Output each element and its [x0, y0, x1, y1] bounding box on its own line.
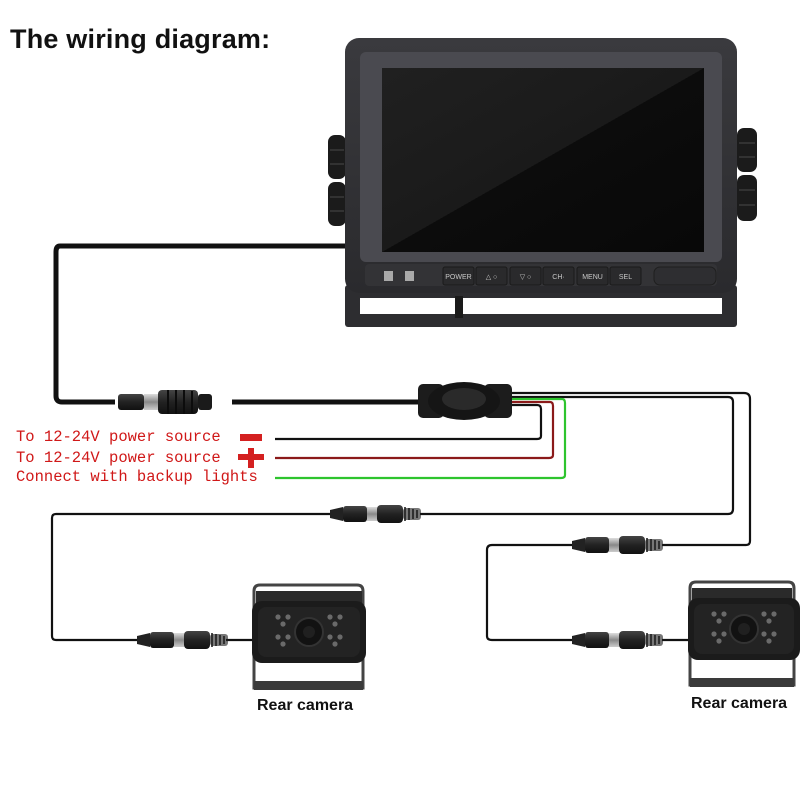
main-connector — [118, 390, 212, 414]
rear-camera-right-label: Rear camera — [691, 695, 788, 712]
sel-button-label: SEL — [619, 274, 632, 281]
legend-backup-lights-label: Connect with backup lights — [16, 468, 258, 486]
minus-symbol-icon — [240, 434, 262, 441]
rear-camera-right — [688, 580, 800, 687]
ch-button-label: CH· — [552, 274, 564, 281]
legend-negative-label: To 12-24V power source — [16, 428, 221, 446]
junction-box — [418, 382, 512, 420]
page-title: The wiring diagram: — [10, 24, 271, 54]
main-cable — [53, 243, 420, 405]
rear-camera-left — [252, 583, 366, 690]
monitor: POWER △ ○ ▽ ○ CH· MENU SEL — [328, 38, 757, 327]
lead-wires — [275, 397, 567, 480]
camera-cables — [50, 391, 752, 642]
connector-left-lower — [136, 630, 229, 650]
black-lead — [275, 403, 543, 441]
green-lead — [275, 397, 567, 480]
power-button-label: POWER — [445, 274, 471, 281]
legend-positive-label: To 12-24V power source — [16, 449, 221, 467]
down-button-label: ▽ ○ — [520, 274, 532, 281]
connector-right-lower — [571, 630, 664, 650]
connector-right-upper — [571, 535, 664, 555]
red-lead — [275, 400, 555, 460]
rear-camera-left-label: Rear camera — [257, 697, 354, 714]
menu-button-label: MENU — [582, 274, 603, 281]
plus-symbol-icon — [238, 448, 264, 468]
up-button-label: △ ○ — [486, 274, 498, 281]
connector-left-upper — [329, 504, 422, 524]
